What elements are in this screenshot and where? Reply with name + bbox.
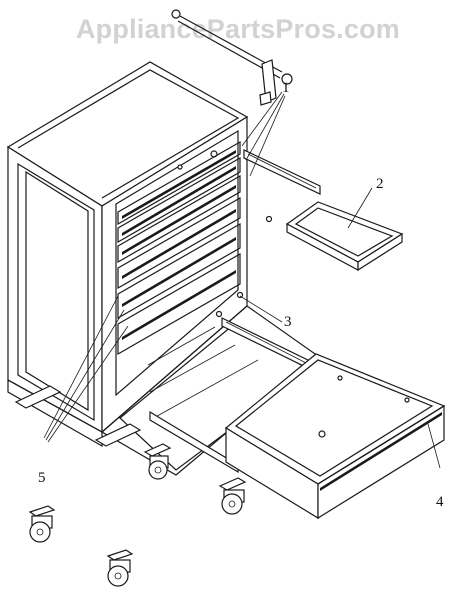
callout-2: 2	[376, 176, 384, 192]
watermark: AppliancePartsPros.com	[75, 14, 400, 44]
tray	[285, 201, 404, 272]
leader-lines	[43, 91, 441, 469]
upper-slide-rail	[243, 149, 321, 223]
cabinet-interior	[100, 291, 319, 476]
drawer	[224, 353, 446, 520]
callout-5: 5	[38, 470, 46, 486]
caster-front-right	[218, 477, 247, 515]
caster-loose-lower	[106, 549, 134, 587]
callout-1: 1	[282, 80, 290, 96]
callout-3: 3	[284, 314, 292, 330]
caster-loose-upper	[28, 505, 56, 543]
handle	[171, 9, 293, 106]
caster-front-left	[143, 443, 172, 480]
callout-4: 4	[436, 494, 444, 510]
drawer-fronts	[117, 140, 241, 356]
